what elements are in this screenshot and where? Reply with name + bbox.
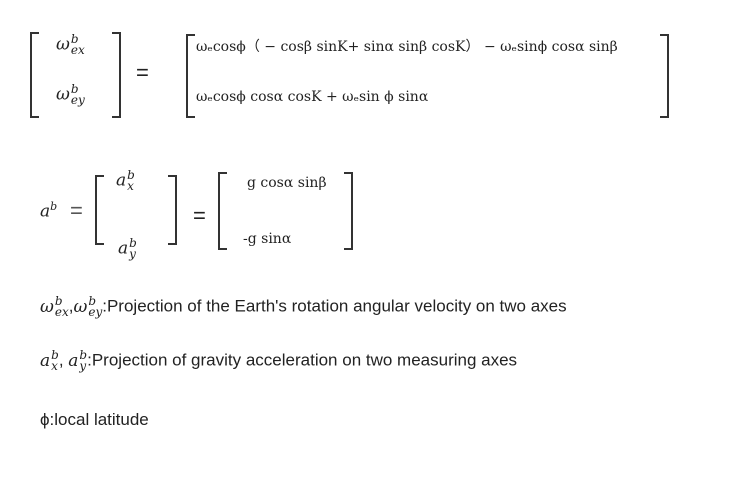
equals-sign: = <box>70 198 83 223</box>
matrix-row-2: -g sinα <box>243 231 292 247</box>
matrix-row-1: g cosα sinβ <box>247 175 327 191</box>
right-bracket <box>344 172 353 250</box>
left-bracket <box>30 32 39 118</box>
left-bracket <box>218 172 227 250</box>
equals-sign: = <box>136 60 149 85</box>
equals-sign: = <box>193 203 206 228</box>
legend-latitude: ϕ:local latitude <box>40 410 149 429</box>
matrix-row-1: ωₑcosϕ（ − cosβ sinK+ sinα sinβ cosK） − ω… <box>196 39 618 55</box>
left-bracket <box>186 34 195 118</box>
a-b-symbol: ab <box>40 200 58 222</box>
right-bracket <box>112 32 121 118</box>
right-bracket <box>660 34 669 118</box>
matrix-row-2: ωₑcosϕ cosα cosK + ωₑsin ϕ sinα <box>196 89 429 105</box>
left-bracket <box>95 175 104 245</box>
right-bracket <box>168 175 177 245</box>
